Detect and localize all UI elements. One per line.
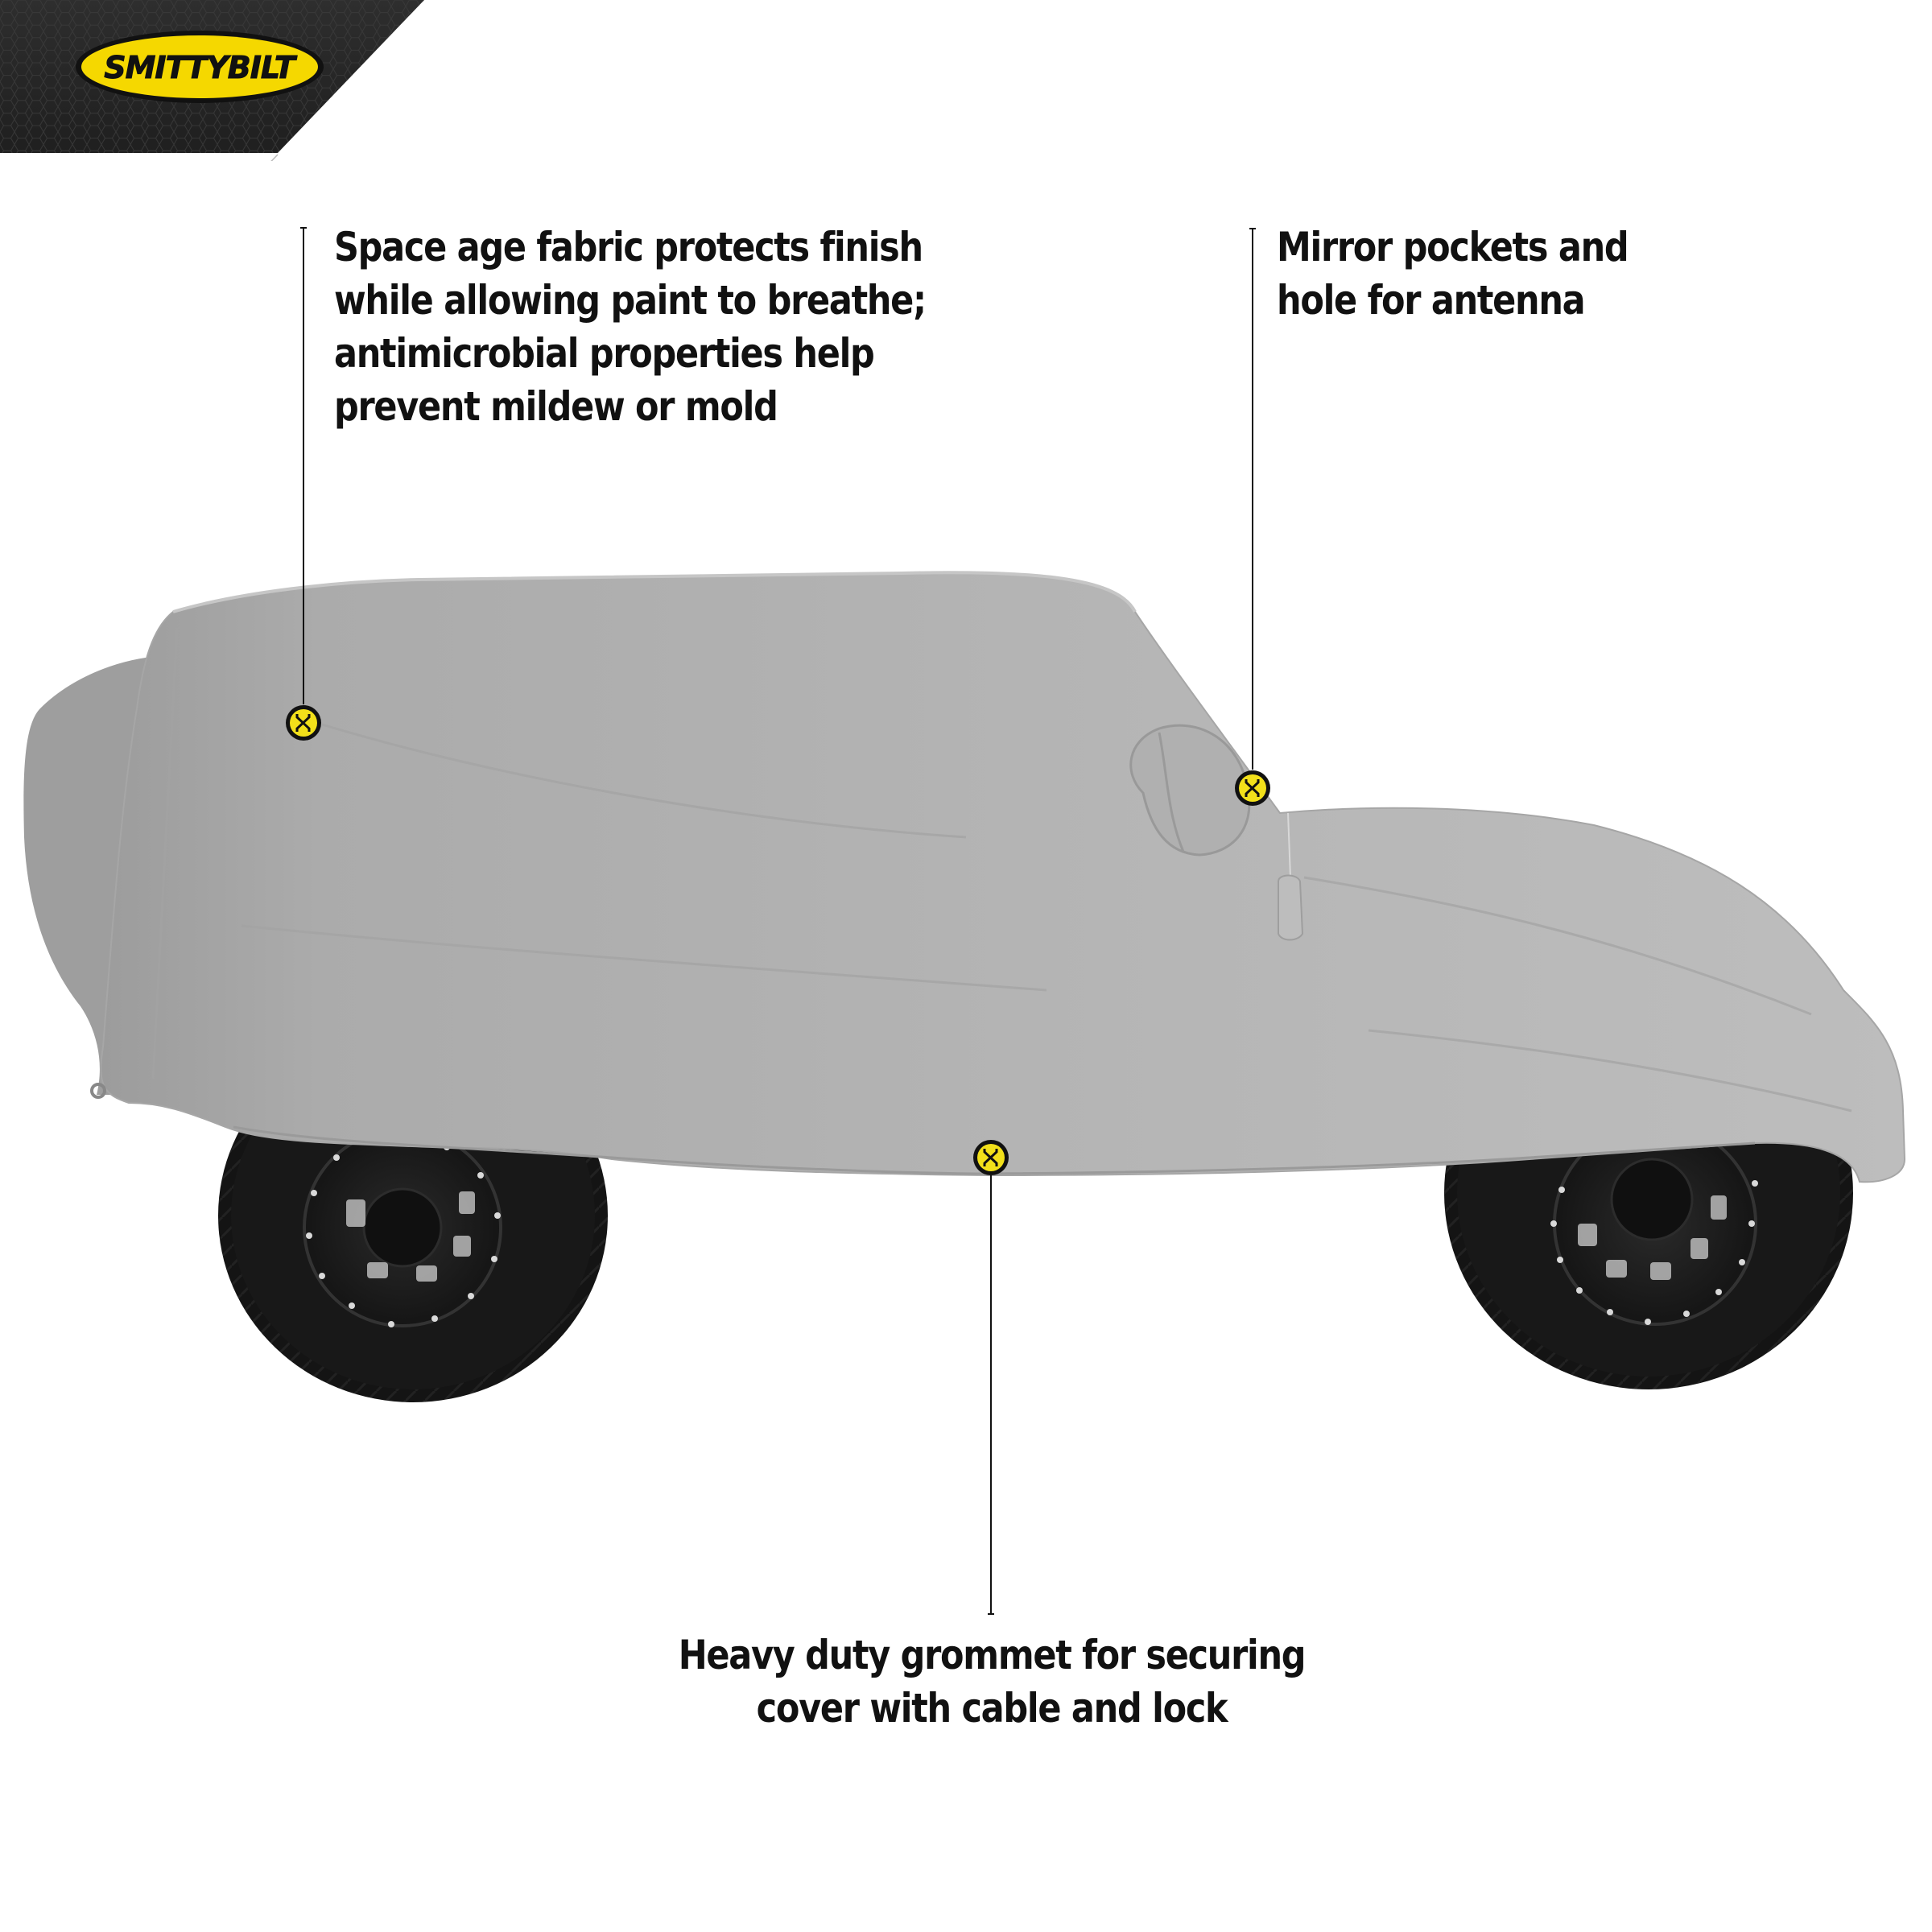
grommet-marker-icon xyxy=(973,1140,1009,1175)
callout-line: while allowing paint to breathe; xyxy=(334,277,927,324)
smittybilt-logo xyxy=(76,31,324,103)
callout-fabric-leader xyxy=(303,228,304,704)
callout-line: prevent mildew or mold xyxy=(334,383,778,430)
mirror-pocket xyxy=(1129,724,1251,857)
callout-line: cover with cable and lock xyxy=(756,1685,1228,1732)
callout-fabric-leader-cap xyxy=(300,227,307,229)
callout-line: Space age fabric protects finish xyxy=(334,224,923,270)
callout-grommet-text: Heavy duty grommet for securing cover wi… xyxy=(138,1629,1844,1735)
rear-wheel xyxy=(218,1029,608,1402)
brand-banner xyxy=(0,0,424,161)
rear-spare-cover xyxy=(23,656,162,1095)
front-wheel xyxy=(1444,997,1853,1389)
callout-fabric-text: Space age fabric protects finish while a… xyxy=(334,221,927,433)
callout-mirror-leader-cap xyxy=(1249,228,1256,229)
grommet-marker-icon xyxy=(1235,770,1270,806)
callout-grommet-leader xyxy=(990,1175,992,1614)
logo-wordmark: SMITTYBILT xyxy=(104,49,296,85)
antenna-sleeve xyxy=(1278,812,1304,941)
callout-line: Heavy duty grommet for securing xyxy=(678,1632,1307,1678)
callout-line: hole for antenna xyxy=(1277,277,1586,324)
callout-grommet-leader-cap xyxy=(988,1613,994,1615)
callout-line: Mirror pockets and xyxy=(1277,224,1629,270)
grommet-marker-icon xyxy=(286,705,321,741)
callout-line: antimicrobial properties help xyxy=(334,330,875,377)
cover-body xyxy=(100,572,1906,1183)
callout-mirror-leader xyxy=(1252,229,1253,770)
callout-mirror-text: Mirror pockets and hole for antenna xyxy=(1277,221,1629,327)
